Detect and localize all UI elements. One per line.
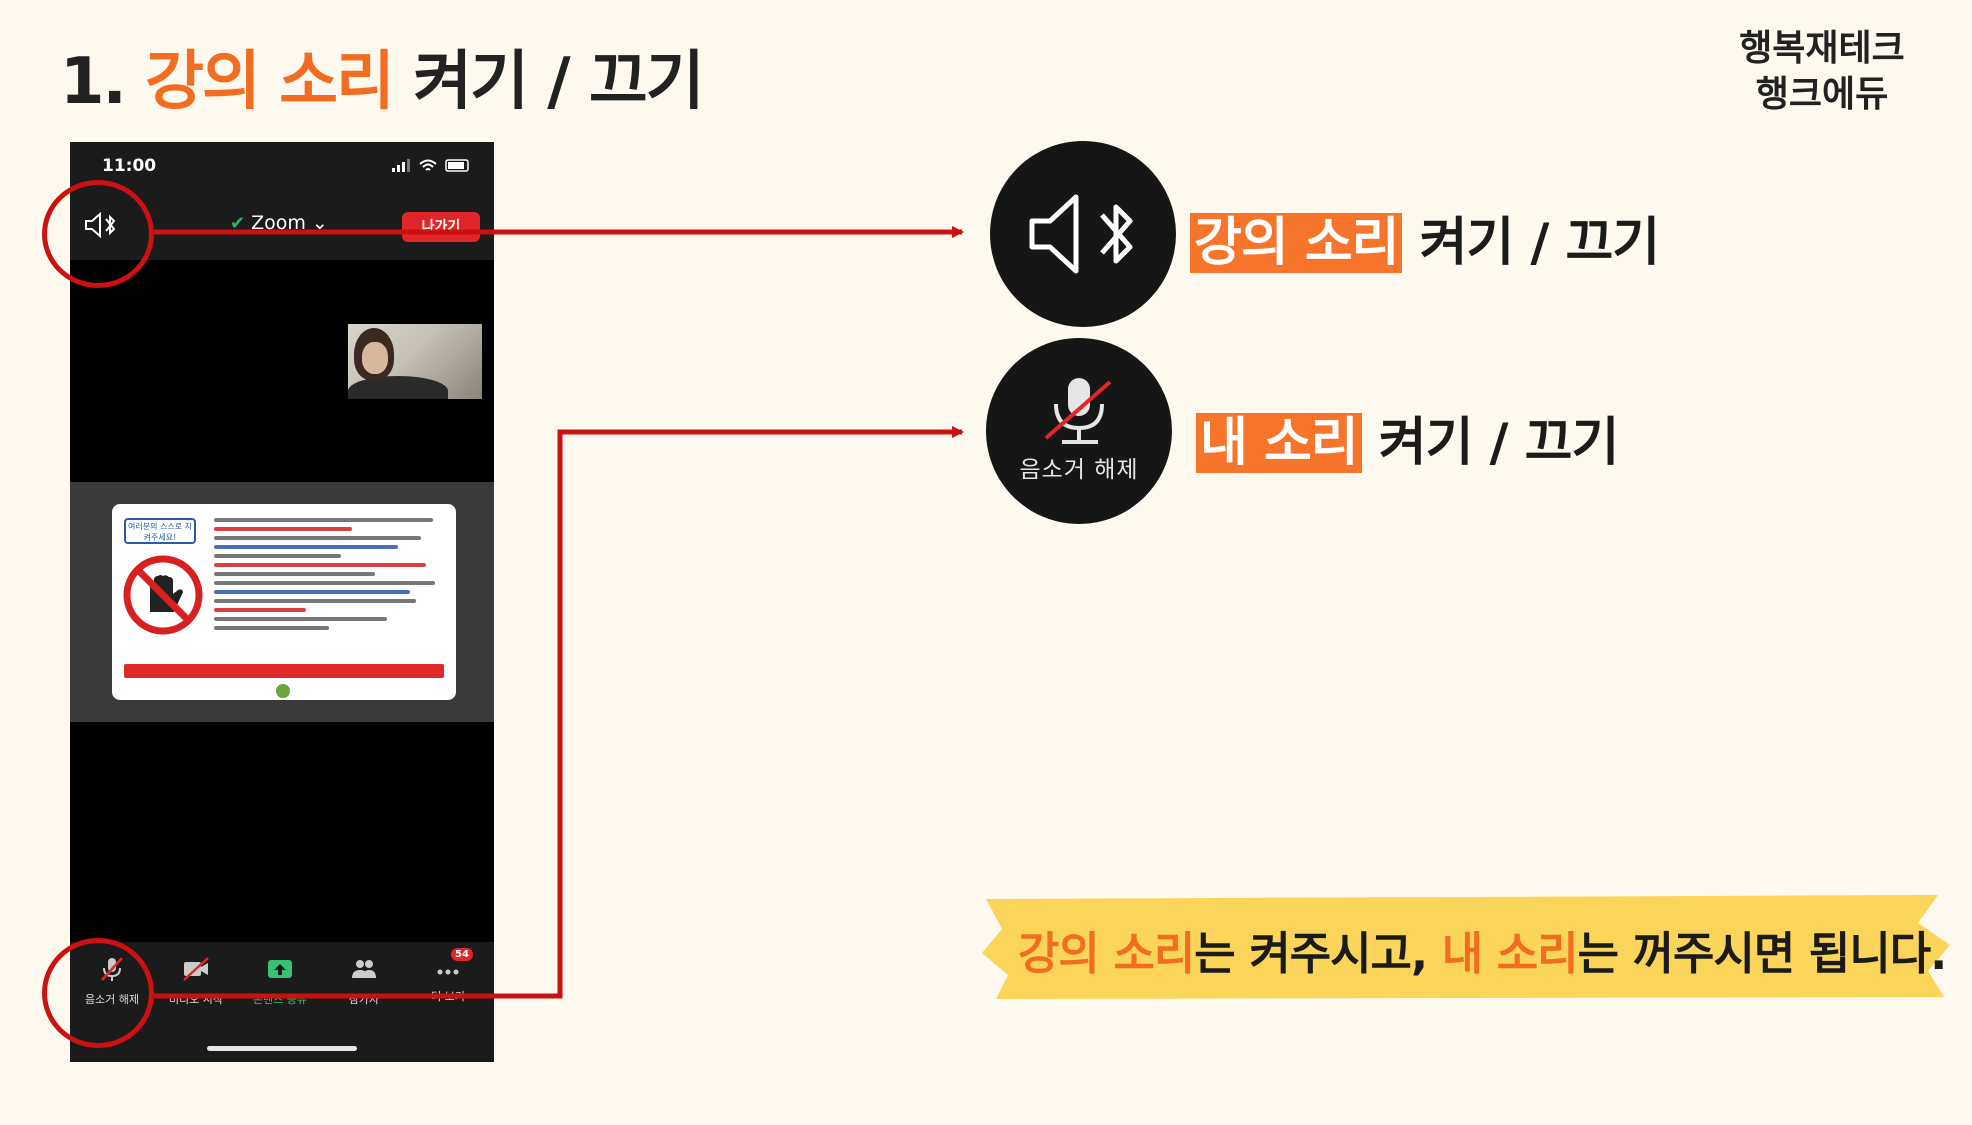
instruction-note: 강의 소리는 켜주시고, 내 소리는 꺼주시면 됩니다. — [978, 893, 1958, 1001]
meeting-name: Zoom — [251, 212, 306, 234]
status-bar: 11:00 — [70, 142, 494, 190]
self-video-thumbnail[interactable] — [348, 324, 482, 399]
note-brush-background — [982, 895, 1950, 999]
feature-my-sound-highlight: 내 소리 — [1196, 413, 1362, 473]
status-time: 11:00 — [102, 156, 157, 176]
participants-label: 참가자 — [348, 993, 380, 1006]
chevron-down-icon: ⌄ — [311, 212, 328, 234]
title-rest: 켜기 / 끄기 — [413, 45, 704, 119]
feature-lecture-sound-highlight: 강의 소리 — [1190, 213, 1403, 273]
signal-bar-4 — [407, 159, 410, 172]
person-shoulder — [348, 376, 448, 399]
share-screen-icon — [268, 960, 292, 978]
start-video-label: 비디오 시작 — [168, 993, 224, 1006]
highlight-ring-speaker — [42, 180, 154, 288]
battery-icon — [445, 159, 469, 172]
slide-logo — [276, 684, 290, 698]
title-number: 1. — [60, 45, 127, 119]
feature-my-sound-rest: 켜기 / 끄기 — [1378, 413, 1620, 473]
note-part-3: 내 소리 — [1441, 927, 1579, 980]
start-video-button[interactable]: 비디오 시작 — [154, 956, 238, 1007]
stop-hand-icon — [123, 555, 203, 635]
highlight-ring-mute — [42, 938, 154, 1048]
person-face — [362, 342, 388, 374]
more-label: 더 보기 — [431, 990, 465, 1003]
note-part-1: 강의 소리 — [1018, 927, 1195, 980]
signal-bar-2 — [397, 165, 400, 172]
secure-check-icon: ✔ — [230, 212, 246, 234]
more-icon: 54 — [433, 948, 473, 982]
shared-screen: 여러분의 스스로 지켜주세요! — [70, 482, 494, 722]
phone-screenshot: 11:00 ✔ Zoom ⌄ 나가기 여러분의 스스로 지켜주세요! — [70, 142, 494, 1062]
participants-badge: 54 — [451, 948, 473, 961]
brand-logo: 행복재테크 행크에듀 — [1712, 26, 1932, 118]
brand-line-1: 행복재테크 — [1739, 28, 1905, 69]
note-part-4: 는 꺼주시면 됩니다. — [1577, 927, 1948, 980]
video-off-icon — [183, 957, 209, 981]
note-text: 강의 소리는 켜주시고, 내 소리는 꺼주시면 됩니다. — [1018, 917, 1948, 982]
feature-lecture-sound: 강의 소리 켜기 / 끄기 — [1190, 200, 1661, 275]
slide-tag: 여러분의 스스로 지켜주세요! — [124, 518, 196, 544]
speaker-bluetooth-big-icon — [990, 141, 1176, 327]
leave-button[interactable]: 나가기 — [402, 212, 480, 242]
slide-warning-banner — [124, 664, 444, 678]
participants-button[interactable]: 참가자 — [322, 956, 406, 1007]
mute-icon-label: 음소거 해제 — [1019, 457, 1139, 483]
more-button[interactable]: 54 더 보기 — [406, 948, 490, 1004]
battery-fill — [448, 162, 464, 169]
home-indicator — [207, 1046, 357, 1051]
share-content-button[interactable]: 콘텐츠 공유 — [238, 956, 322, 1007]
note-part-2: 는 켜주시고, — [1194, 927, 1442, 980]
brand-line-2: 행크에듀 — [1755, 74, 1889, 115]
share-content-label: 콘텐츠 공유 — [252, 993, 308, 1006]
title-accent: 강의 소리 — [145, 45, 395, 119]
mute-big-icon: 음소거 해제 — [986, 338, 1172, 524]
feature-my-sound: 내 소리 켜기 / 끄기 — [1196, 400, 1620, 475]
meeting-name-dropdown[interactable]: ✔ Zoom ⌄ — [230, 212, 328, 234]
signal-bar-3 — [402, 162, 405, 172]
mic-muted-icon — [1044, 378, 1112, 444]
page-title: 1. 강의 소리 켜기 / 끄기 — [60, 30, 705, 122]
wifi-icon — [419, 159, 437, 171]
shared-slide: 여러분의 스스로 지켜주세요! — [112, 504, 456, 700]
slide-text-block — [214, 518, 444, 635]
speaker-bluetooth-icon — [1029, 194, 1133, 274]
signal-bar-1 — [392, 168, 395, 172]
feature-lecture-sound-rest: 켜기 / 끄기 — [1419, 213, 1661, 273]
participants-icon — [352, 960, 376, 978]
status-icons — [392, 159, 469, 172]
